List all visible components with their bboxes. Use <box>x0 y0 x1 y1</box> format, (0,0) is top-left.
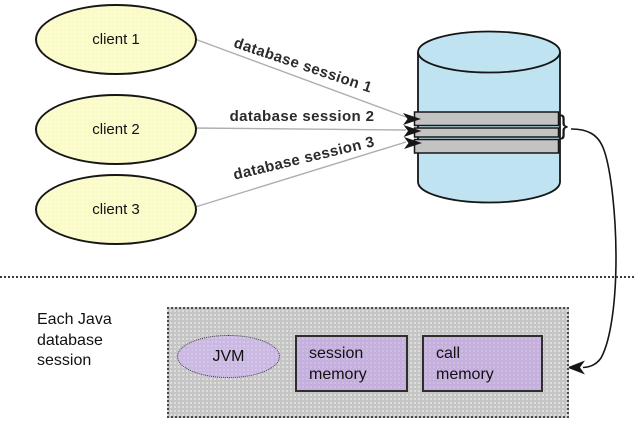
session-2-line <box>191 127 407 131</box>
pointer-arrowhead-icon <box>567 360 585 375</box>
brace-glyph: } <box>559 110 569 140</box>
pointer-curve <box>570 128 617 369</box>
call-memory-box: call memory <box>422 335 543 392</box>
session-memory-box: session memory <box>295 335 408 392</box>
client-1-ellipse: client 1 <box>35 4 197 75</box>
call-memory-label: call memory <box>436 344 494 383</box>
session-1-line <box>191 37 407 118</box>
jvm-label: JVM <box>212 347 245 365</box>
session-2-arrowhead-icon <box>403 125 422 137</box>
session-band-3 <box>413 138 560 154</box>
client-3-ellipse: client 3 <box>35 174 197 245</box>
session-band-1 <box>413 111 560 127</box>
client-3-label: client 3 <box>92 201 140 218</box>
jvm-ellipse: JVM <box>177 335 280 378</box>
session-3-line <box>191 141 407 209</box>
brace-to-panel-pointer <box>567 128 617 375</box>
client-2-label: client 2 <box>92 121 140 138</box>
client-2-ellipse: client 2 <box>35 94 197 165</box>
session-1-arrowhead-icon <box>403 113 421 125</box>
session-3-arrowhead-icon <box>404 137 422 149</box>
panel-caption: Each Java database session <box>37 311 112 369</box>
session-bands <box>413 111 560 154</box>
session-band-2 <box>413 127 560 138</box>
client-1-label: client 1 <box>92 31 140 48</box>
session-memory-label: session memory <box>309 344 367 383</box>
cylinder-top-ellipse <box>417 30 561 74</box>
session-2-label: database session 2 <box>229 108 375 125</box>
